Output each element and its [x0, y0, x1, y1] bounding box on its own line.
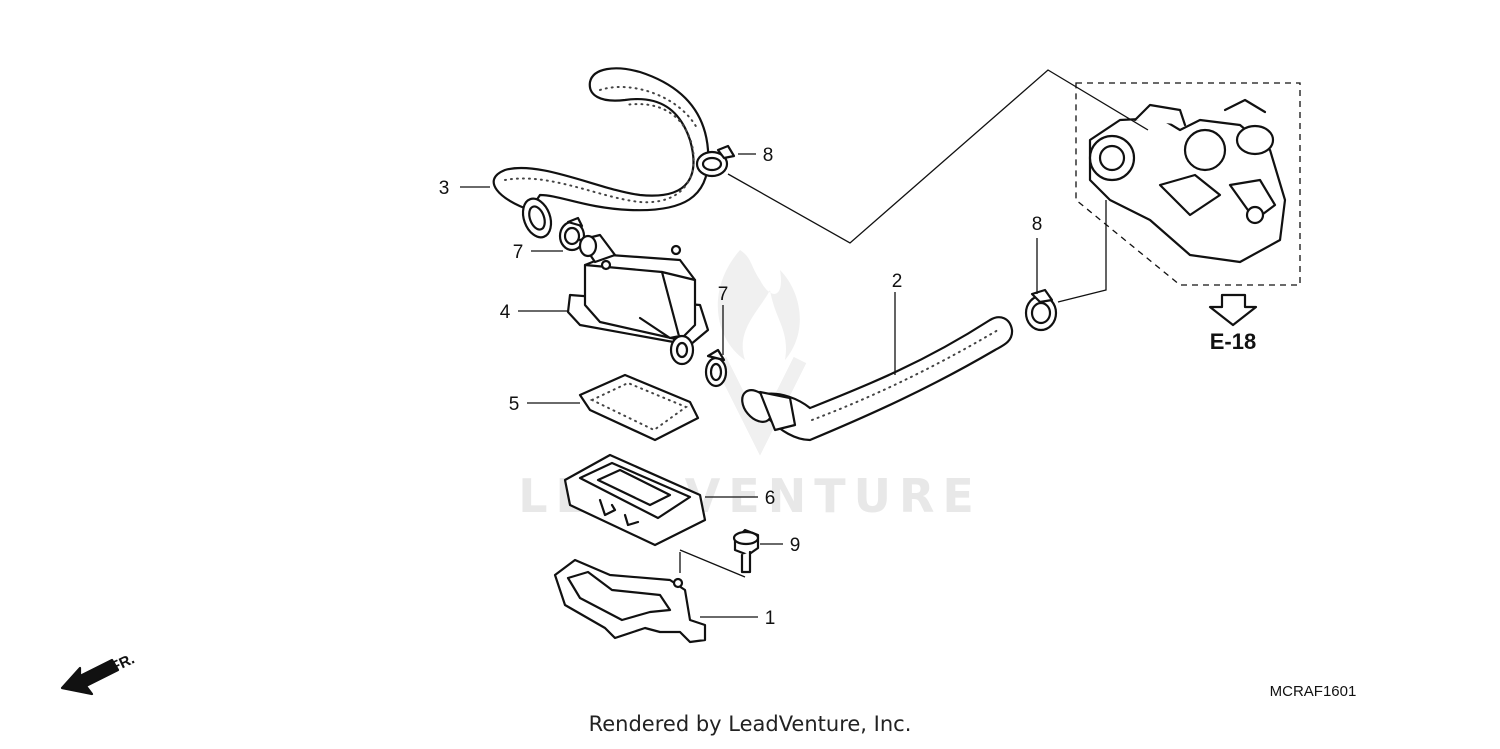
callout-8-upper: 8 — [763, 145, 774, 166]
hose-clip-part-7-upper — [558, 216, 586, 252]
connection-lines — [679, 69, 1149, 578]
footer-credit: Rendered by LeadVenture, Inc. — [588, 712, 912, 736]
hose-clip-part-8-upper — [695, 144, 736, 178]
callout-7-lower: 7 — [718, 284, 729, 305]
carburetor-reference-box — [1075, 82, 1301, 286]
callout-5: 5 — [509, 394, 520, 415]
reed-valve-part-5 — [578, 373, 700, 442]
callout-8-right: 8 — [1032, 214, 1043, 235]
diagram-code: MCRAF1601 — [1270, 683, 1357, 700]
reference-label: E-18 — [1210, 329, 1256, 354]
direction-label: FR. — [108, 651, 137, 677]
hose-clip-part-8-right — [1024, 288, 1058, 332]
front-direction-indicator: FR. — [60, 651, 137, 696]
callout-9: 9 — [790, 535, 801, 556]
cover-part-6 — [563, 453, 707, 547]
hose-clip-part-7-lower — [704, 348, 728, 388]
hose-part-2 — [741, 316, 1014, 442]
callout-6: 6 — [765, 488, 776, 509]
callout-3: 3 — [439, 178, 450, 199]
callout-7-upper: 7 — [513, 242, 524, 263]
reference-arrow-e18: E-18 — [1208, 293, 1258, 354]
air-suction-valve-part-4 — [566, 233, 710, 366]
callout-4: 4 — [500, 302, 511, 323]
callout-numbers: 3 7 4 5 6 9 1 2 7 8 8 — [439, 145, 1043, 629]
callout-leaders — [460, 153, 1038, 618]
callout-1: 1 — [765, 608, 776, 629]
bolt-part-9 — [732, 528, 760, 574]
hose-part-3 — [492, 67, 710, 239]
bracket-part-1 — [553, 558, 707, 644]
callout-2: 2 — [892, 271, 903, 292]
